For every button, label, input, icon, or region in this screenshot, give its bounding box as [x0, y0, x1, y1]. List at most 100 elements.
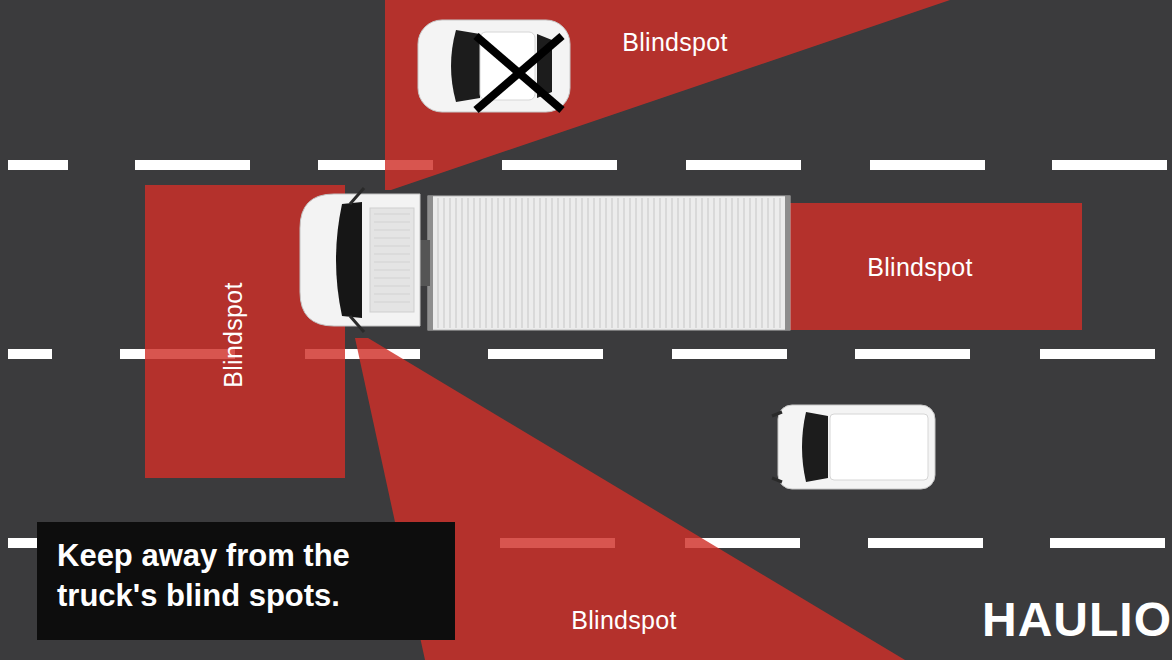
van-mirror: [772, 478, 782, 482]
blindspot-zone: Blindspot: [790, 203, 1082, 330]
lane-dash: [855, 349, 970, 359]
container-rib: [767, 198, 768, 328]
container-rib: [545, 198, 546, 328]
cab-roof-line: [374, 214, 410, 215]
van-roof: [830, 414, 928, 480]
container-rib: [605, 198, 606, 328]
container-rib: [485, 198, 486, 328]
container-rib: [449, 198, 450, 328]
cab-roof-line: [374, 286, 410, 287]
container-rib: [635, 198, 636, 328]
truck-mirror: [350, 188, 364, 204]
van-body: [778, 405, 935, 489]
container-rib: [671, 198, 672, 328]
container-rib: [467, 198, 468, 328]
cross-mark: [476, 36, 562, 110]
lane-dash: [686, 160, 801, 170]
cross-mark: [476, 36, 562, 110]
blindspot-zone: Blindspot: [385, 0, 950, 190]
cab-roof-line: [374, 302, 410, 303]
van-windshield: [802, 412, 828, 482]
container-rib: [461, 198, 462, 328]
container-frame: [428, 196, 433, 330]
container-rib: [617, 198, 618, 328]
caption-text: Keep away from the truck's blind spots.: [57, 536, 435, 617]
container-rib: [701, 198, 702, 328]
lane-dash: [1052, 160, 1167, 170]
container-rib: [437, 198, 438, 328]
container-rib: [653, 198, 654, 328]
lane-dash: [1050, 538, 1165, 548]
container-rib: [695, 198, 696, 328]
container-frame: [785, 196, 790, 330]
container-rib: [743, 198, 744, 328]
lane-dash: [1040, 349, 1155, 359]
container-rib: [707, 198, 708, 328]
blindspot-area: [790, 203, 1082, 330]
container-rib: [557, 198, 558, 328]
container-rib: [749, 198, 750, 328]
truck: [300, 188, 790, 332]
container-rib: [503, 198, 504, 328]
car-in-blindspot: [418, 20, 570, 112]
car-roof: [480, 32, 535, 100]
container-rib: [509, 198, 510, 328]
container-rib: [599, 198, 600, 328]
car-windshield: [451, 30, 480, 102]
container-rib: [491, 198, 492, 328]
cab-roof-line: [374, 294, 410, 295]
container-rib: [629, 198, 630, 328]
zone-label: Blindspot: [867, 253, 973, 282]
cab-roof-lines: [374, 214, 410, 302]
cab-roof-line: [374, 270, 410, 271]
car-rear-window: [537, 34, 552, 98]
container-rib: [761, 198, 762, 328]
container-rib: [719, 198, 720, 328]
container-rib: [665, 198, 666, 328]
lane-dash: [870, 160, 985, 170]
container-rib: [533, 198, 534, 328]
car-body: [418, 20, 570, 112]
lane-dash: [672, 349, 787, 359]
container-rib: [527, 198, 528, 328]
truck-mirror: [350, 316, 364, 332]
container-rib: [731, 198, 732, 328]
container-rib: [563, 198, 564, 328]
container-rib: [593, 198, 594, 328]
cab-roof: [370, 208, 414, 312]
blindspot-zone: Blindspot: [145, 185, 345, 478]
container-rib: [455, 198, 456, 328]
truck-coupling: [418, 240, 430, 286]
cab-windshield: [336, 202, 362, 318]
zone-label: Blindspot: [622, 28, 728, 57]
lane-dash: [8, 160, 68, 170]
van-mirror: [772, 412, 782, 416]
container-rib: [569, 198, 570, 328]
cab-roof-line: [374, 262, 410, 263]
container-rib: [677, 198, 678, 328]
container-rib: [575, 198, 576, 328]
container-rib: [689, 198, 690, 328]
container-rib: [515, 198, 516, 328]
lane-dash: [868, 538, 983, 548]
cab-roof-line: [374, 222, 410, 223]
container-rib: [581, 198, 582, 328]
blindspot-area: [145, 185, 345, 478]
cab-roof-line: [374, 246, 410, 247]
container-rib: [443, 198, 444, 328]
truck-cab: [300, 194, 420, 326]
cab-roof-line: [374, 278, 410, 279]
blindspot-area: [385, 0, 950, 190]
container-rib: [587, 198, 588, 328]
brand-logo: HAULIO: [982, 592, 1172, 647]
container-rib: [647, 198, 648, 328]
container-rib: [497, 198, 498, 328]
container-rib: [611, 198, 612, 328]
container-rib: [779, 198, 780, 328]
container-rib: [539, 198, 540, 328]
container-rib: [641, 198, 642, 328]
container-rib: [755, 198, 756, 328]
lane-dash: [502, 160, 617, 170]
container-rib: [623, 198, 624, 328]
